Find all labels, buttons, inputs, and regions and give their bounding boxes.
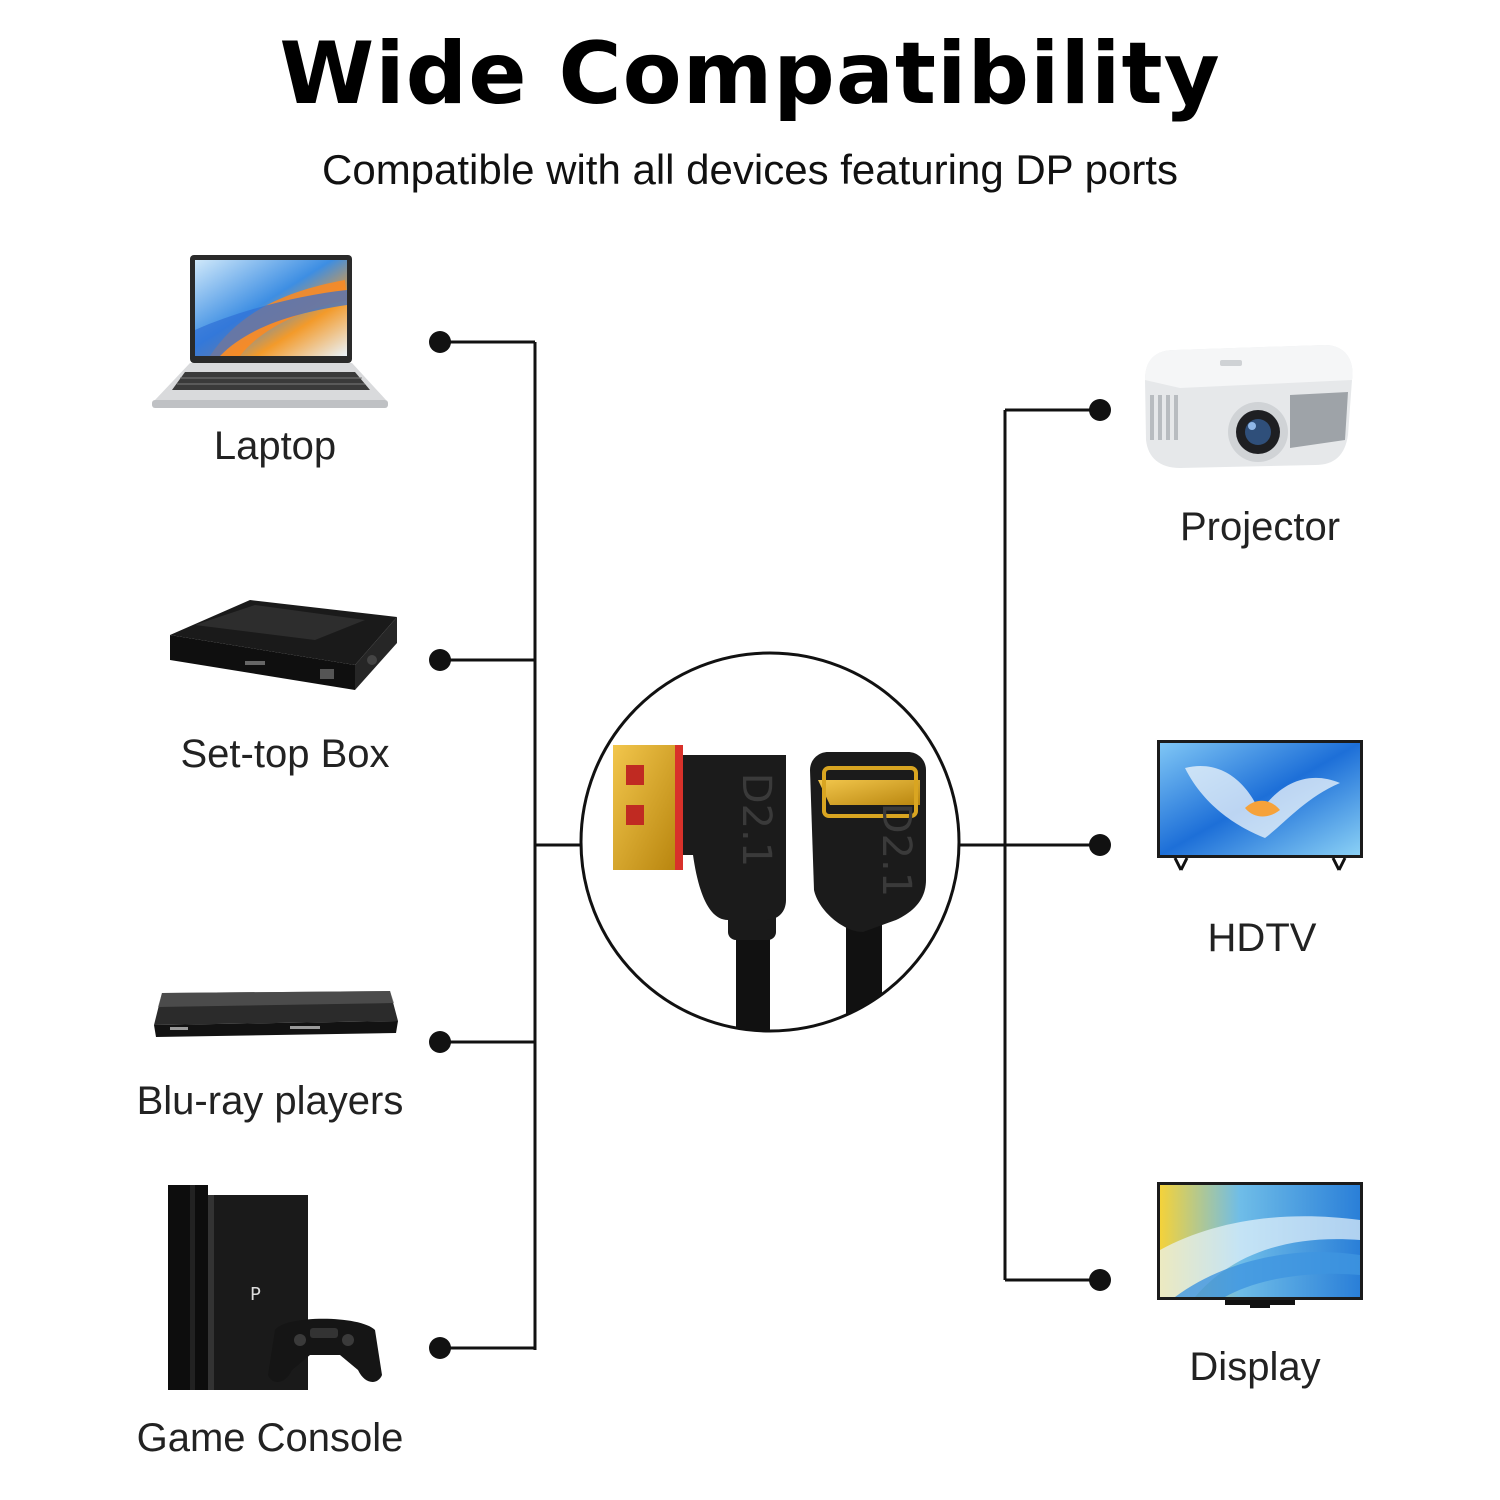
blu-ray-player-icon	[154, 991, 398, 1037]
connector-dot	[1089, 399, 1111, 421]
page-title: Wide Compatibility	[279, 24, 1221, 124]
connector-dot	[429, 649, 451, 671]
connector-dot	[1089, 834, 1111, 856]
device-label-blu-ray-players: Blu-ray players	[136, 1079, 404, 1123]
connector-dot	[1089, 1269, 1111, 1291]
set-top-box-icon	[170, 600, 397, 690]
device-label-set-top-box: Set-top Box	[180, 732, 390, 776]
svg-text:P: P	[250, 1284, 261, 1305]
device-label-laptop: Laptop	[213, 424, 337, 468]
hdtv-icon	[1157, 740, 1363, 871]
device-label-display: Display	[1189, 1345, 1321, 1389]
projector-icon	[1145, 345, 1353, 468]
connector-dot	[429, 331, 451, 353]
device-label-hdtv: HDTV	[1207, 916, 1317, 960]
page-subtitle: Compatible with all devices featuring DP…	[322, 146, 1178, 193]
connector-dot	[429, 1031, 451, 1053]
game-console-icon: P	[168, 1185, 382, 1390]
display-icon	[1157, 1182, 1363, 1308]
displayport-cable-icon: D2.1 D2.1	[579, 651, 961, 1033]
male-connector-text: D2.1	[733, 773, 779, 867]
connector-dot	[429, 1337, 451, 1359]
device-label-projector: Projector	[1179, 505, 1341, 549]
device-label-game-console: Game Console	[136, 1416, 404, 1460]
female-connector-text: D2.1	[873, 803, 919, 897]
laptop-icon	[152, 255, 388, 408]
